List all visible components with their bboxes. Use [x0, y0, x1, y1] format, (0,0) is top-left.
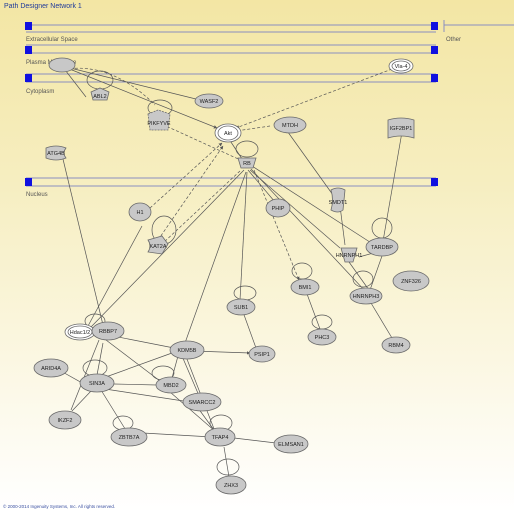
lane-marker — [25, 46, 32, 54]
label-rb: RB — [243, 161, 251, 167]
lane-marker — [431, 178, 438, 186]
label-vla4: Vla-4 — [395, 64, 408, 70]
label-bmi1: BMI1 — [299, 285, 312, 291]
node-mbd2[interactable]: MBD2 — [155, 376, 187, 394]
node-rbbp7[interactable]: RBBP7 — [91, 321, 125, 341]
label-znf326: ZNF326 — [401, 279, 421, 285]
lane-marker — [25, 74, 32, 82]
label-mbd2: MBD2 — [163, 383, 178, 389]
label-arid4a: ARID4A — [41, 366, 61, 372]
node-sub1[interactable]: SUB1 — [226, 298, 256, 316]
node-arid4a[interactable]: ARID4A — [33, 358, 69, 378]
node-mtdh[interactable]: MTDH — [273, 116, 307, 134]
node-rbm4[interactable]: RBM4 — [381, 336, 411, 354]
node-smarcc2[interactable]: SMARCC2 — [182, 392, 222, 412]
label-smdt1: SMDT1 — [329, 200, 348, 206]
label-smarcc2: SMARCC2 — [189, 400, 216, 406]
label-kdm5b: KDM5B — [178, 348, 197, 354]
node-zhx3[interactable]: ZHX3 — [215, 475, 247, 495]
label-kat2a: KAT2A — [149, 244, 166, 250]
node-pikfyve[interactable]: PIKFYVE — [147, 109, 171, 131]
node-h1[interactable]: H1 — [128, 202, 152, 222]
label-zbtb7a: ZBTB7A — [119, 435, 140, 441]
lane-markers — [25, 22, 438, 186]
label-tfap4: TFAP4 — [212, 435, 229, 441]
label-sub1: SUB1 — [234, 305, 248, 311]
node-tardbp[interactable]: TARDBP — [365, 237, 399, 257]
lane-marker — [431, 46, 438, 54]
label-igf2bp1: IGF2BP1 — [390, 126, 413, 132]
lane-marker — [431, 74, 438, 82]
label-tardbp: TARDBP — [371, 245, 393, 251]
lane-label-cytoplasm: Cytoplasm — [26, 89, 54, 95]
node-znf326[interactable]: ZNF326 — [392, 270, 430, 292]
lane-marker — [25, 22, 32, 30]
node-elmsan1[interactable]: ELMSAN1 — [273, 434, 309, 454]
node-phip[interactable]: PHIP — [265, 198, 291, 218]
node-psip1[interactable]: PSIP1 — [248, 345, 276, 363]
copyright-footer: © 2000-2014 Ingenuity Systems, Inc. All … — [3, 504, 116, 509]
label-rbm4: RBM4 — [388, 343, 403, 349]
label-hnrnph3: HNRNPH3 — [353, 294, 380, 300]
label-elmsan1: ELMSAN1 — [278, 442, 304, 448]
node-kdm5b[interactable]: KDM5B — [169, 340, 205, 360]
node-akt[interactable]: Akt — [214, 123, 242, 143]
node-abl2[interactable]: ABL2 — [90, 87, 110, 101]
node-membrane-receptor[interactable] — [48, 57, 76, 73]
label-mtdh: MTDH — [282, 123, 298, 129]
label-wasf2: WASF2 — [200, 99, 219, 105]
label-abl2: ABL2 — [93, 94, 106, 100]
lane-lines — [26, 20, 514, 187]
label-psip1: PSIP1 — [254, 352, 270, 358]
label-pikfyve: PIKFYVE — [147, 121, 171, 127]
lane-label-other: Other — [446, 37, 461, 43]
node-atg4b[interactable]: ATG4B — [45, 145, 67, 161]
node-phc3[interactable]: PHC3 — [307, 328, 337, 346]
node-igf2bp1[interactable]: IGF2BP1 — [387, 117, 415, 139]
label-atg4b: ATG4B — [47, 151, 65, 157]
page-title: Path Designer Network 1 — [4, 3, 82, 10]
node-sin3a[interactable]: SIN3A — [79, 373, 115, 393]
lane-label-extracellular: Extracellular Space — [26, 37, 78, 43]
label-akt: Akt — [224, 131, 232, 137]
node-zbtb7a[interactable]: ZBTB7A — [110, 427, 148, 447]
label-h1: H1 — [136, 210, 143, 216]
label-hdac1-2: Hdac1/2 — [70, 330, 91, 336]
label-phc3: PHC3 — [315, 335, 330, 341]
edges — [58, 65, 403, 478]
label-phip: PHIP — [272, 206, 285, 212]
lane-label-nucleus: Nucleus — [26, 192, 48, 198]
node-bmi1[interactable]: BMI1 — [290, 278, 320, 296]
label-zhx3: ZHX3 — [224, 483, 238, 489]
label-ikzf2: IKZF2 — [58, 418, 73, 424]
node-hnrnph1[interactable]: HNRNPH1 — [336, 247, 363, 263]
node-hnrnph3[interactable]: HNRNPH3 — [349, 287, 383, 305]
node-ikzf2[interactable]: IKZF2 — [48, 410, 82, 430]
label-hnrnph1: HNRNPH1 — [336, 253, 363, 259]
lane-marker — [25, 178, 32, 186]
node-smdt1[interactable]: SMDT1 — [329, 187, 348, 213]
node-kat2a[interactable]: KAT2A — [147, 235, 169, 255]
label-sin3a: SIN3A — [89, 381, 105, 387]
lane-marker — [431, 22, 438, 30]
label-rbbp7: RBBP7 — [99, 329, 117, 335]
node-rb[interactable]: RB — [237, 157, 257, 169]
node-hdac1-2[interactable]: Hdac1/2 — [64, 323, 96, 341]
node-vla4[interactable]: Vla-4 — [388, 58, 414, 74]
node-wasf2[interactable]: WASF2 — [194, 93, 224, 109]
node-tfap4[interactable]: TFAP4 — [204, 427, 236, 447]
